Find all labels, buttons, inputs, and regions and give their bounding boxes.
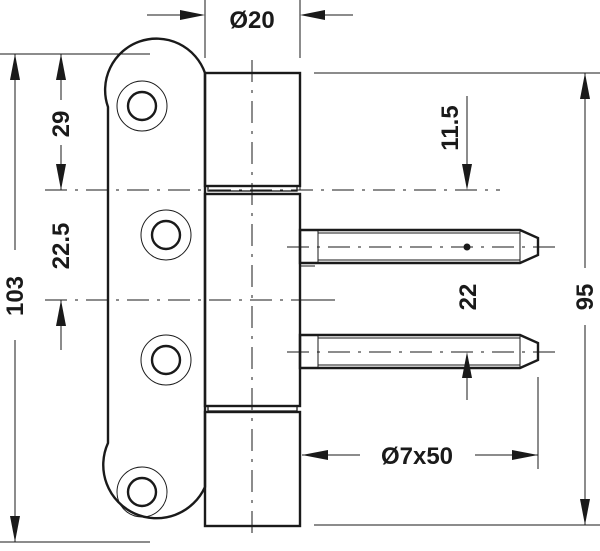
dimension-top-hole-offset: 29 [48, 54, 75, 190]
label-hole-spacing: 22.5 [48, 223, 75, 270]
label-pin-spacing: 22 [455, 284, 482, 311]
label-top-hole-offset: 29 [48, 111, 75, 138]
label-knuckle-height: 95 [572, 284, 599, 311]
label-pin-size: Ø7x50 [381, 443, 453, 470]
label-total-leaf-height: 103 [2, 276, 29, 316]
threaded-pin-top [298, 228, 540, 265]
dimension-total-leaf-height: 103 [0, 53, 150, 543]
label-top-pin-offset: 11.5 [437, 105, 464, 150]
dimension-hole-spacing: 22.5 [48, 223, 75, 350]
hinge-leaf [102, 37, 207, 520]
screw-hole-2 [140, 209, 192, 261]
threaded-pin-bottom [298, 333, 540, 370]
screw-hole-4 [116, 466, 168, 518]
label-knuckle-diameter: Ø20 [229, 7, 274, 34]
center-lines [45, 60, 555, 540]
screw-hole-3 [140, 334, 192, 386]
screw-hole-1 [116, 80, 168, 132]
dimension-knuckle-diameter: Ø20 [147, 0, 353, 58]
dimension-pin-spacing: 22 [455, 284, 482, 400]
dimension-top-pin-offset: 11.5 [314, 72, 600, 190]
dimension-knuckle-height: 95 [314, 73, 600, 526]
dimension-pin-size: Ø7x50 [302, 377, 539, 470]
